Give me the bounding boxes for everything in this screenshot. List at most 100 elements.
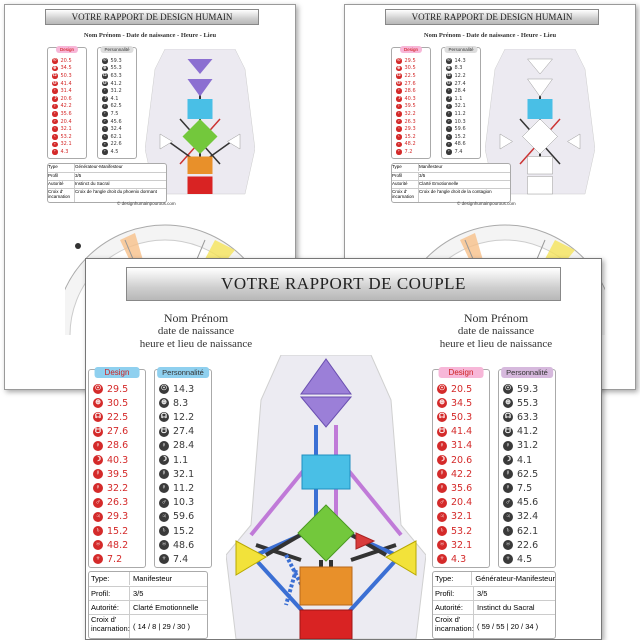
type-label: Type	[392, 164, 419, 171]
planet-value: 31.4	[60, 88, 72, 95]
planet-glyph-icon: ☽	[446, 96, 452, 102]
planet-row: ☊12.2	[442, 72, 480, 80]
head-center	[187, 59, 213, 74]
planet-glyph-icon: ♂	[396, 118, 402, 125]
design-header: Design	[55, 46, 79, 53]
planet-row: ☋41.2	[499, 425, 555, 439]
planet-row: ♀31.4	[48, 87, 86, 95]
ajna-center	[527, 78, 553, 97]
cross-value: Croix de l'angle droit de la contagion	[419, 189, 492, 194]
planet-row: ♅32.1	[433, 538, 489, 552]
right-cross-label: Croix d' incarnation:	[433, 615, 474, 638]
planet-glyph-icon: ☊	[52, 73, 58, 79]
planet-value: 15.2	[454, 133, 466, 140]
planet-glyph-icon: ♄	[102, 134, 108, 140]
root-center	[187, 176, 213, 194]
planet-glyph-icon: ☽	[52, 96, 58, 102]
right-personality-table: Personnalité ☉59.3⊕55.3☊63.3☋41.2♀31.2☽4…	[498, 367, 556, 568]
planet-row: ♆7.4	[155, 552, 211, 566]
planet-glyph-icon: ♀	[437, 483, 447, 494]
planet-value: 48.2	[107, 539, 129, 551]
planet-value: 26.3	[404, 118, 416, 125]
planet-value: 45.6	[517, 497, 539, 509]
planet-row: ☉20.5	[48, 57, 86, 65]
solar-plexus-center	[384, 540, 417, 576]
planet-row: ☊63.3	[98, 72, 136, 80]
planet-value: 7.2	[404, 148, 413, 155]
planet-glyph-icon: ☊	[93, 412, 103, 423]
left-authority-label: Autorité:	[89, 601, 130, 614]
planet-value: 1.1	[454, 95, 463, 102]
personality-header: Personnalité	[100, 46, 134, 53]
planet-value: 14.3	[173, 383, 195, 395]
planet-row: ♀7.5	[98, 110, 136, 118]
planet-row: ♀35.6	[48, 110, 86, 118]
planet-value: 20.4	[60, 118, 72, 125]
planet-value: 63.3	[517, 411, 539, 423]
planet-row: ☋41.4	[48, 80, 86, 88]
planet-value: 28.4	[454, 88, 466, 95]
planet-value: 20.5	[451, 383, 473, 395]
root-center	[299, 609, 353, 639]
planet-row: ☉59.3	[98, 57, 136, 65]
planet-row: ☉29.5	[392, 57, 430, 65]
planet-glyph-icon: ♆	[446, 149, 452, 155]
planet-value: 7.5	[110, 110, 119, 117]
planet-row: ⊕30.5	[392, 65, 430, 73]
planet-row: ♀ 32.2	[89, 481, 145, 495]
planet-glyph-icon: ♀	[437, 440, 447, 451]
planet-row: ☊22.5	[392, 72, 430, 80]
planet-value: 48.2	[404, 141, 416, 148]
planet-value: 32.2	[107, 482, 129, 494]
planet-row: ⊕30.5	[89, 396, 145, 410]
sacral-center	[527, 156, 553, 175]
planet-row: ♀31.4	[433, 439, 489, 453]
planet-glyph-icon: ⊕	[52, 65, 58, 72]
planet-value: 14.3	[454, 57, 466, 64]
planet-value: 50.3	[60, 72, 72, 79]
planet-glyph-icon: ☿	[396, 103, 402, 110]
planet-glyph-icon: ♀	[396, 88, 402, 94]
personality-table: Personnalité ☉14.3⊕8.3☊12.2☋27.4♀28.4☽1.…	[441, 46, 481, 159]
planet-value: 1.1	[173, 454, 189, 466]
planet-glyph-icon: ☿	[503, 469, 513, 480]
throat-center	[527, 99, 553, 119]
right-authority-value: Instinct du Sacral	[477, 603, 535, 612]
planet-row: ♅22.6	[499, 538, 555, 552]
planet-row: ♃32.4	[499, 510, 555, 524]
planet-row: ♂20.4	[48, 118, 86, 126]
planet-value: 32.4	[110, 126, 122, 133]
planet-value: 20.6	[60, 95, 72, 102]
solar-plexus-center	[227, 133, 241, 150]
planet-value: 59.6	[454, 126, 466, 133]
planet-glyph-icon: ♅	[396, 141, 402, 148]
planet-value: 53.2	[60, 133, 72, 140]
report-subtitle: Nom Prénom - Date de naissance - Heure -…	[83, 32, 217, 39]
planet-row: ♀11.2	[442, 110, 480, 118]
planet-glyph-icon: ☽	[396, 96, 402, 102]
planet-value: 32.4	[517, 511, 539, 523]
planet-row: ♀32.2	[392, 110, 430, 118]
right-personality-header: Personnalité	[501, 367, 553, 378]
profile-value: 3/5	[419, 173, 426, 178]
planet-value: 15.2	[173, 525, 195, 537]
planet-glyph-icon: ♅	[102, 141, 108, 148]
planet-glyph-icon: ♂	[437, 497, 447, 508]
left-info-table: Type:Manifesteur Profil:3/5 Autorité:Cla…	[88, 571, 208, 639]
planet-glyph-icon: ♀	[93, 483, 103, 494]
planet-value: 41.2	[110, 80, 122, 87]
planet-value: 10.3	[173, 497, 195, 509]
profile-value: 3/5	[75, 173, 82, 178]
website-credit: © designhumainpourous.com	[457, 201, 516, 206]
planet-glyph-icon: ☿	[437, 469, 447, 480]
planet-value: 22.5	[404, 72, 416, 79]
planet-glyph-icon: ♅	[52, 141, 58, 148]
spleen-center	[235, 540, 268, 576]
planet-row: ♄53.2	[48, 133, 86, 141]
ajna-center	[299, 396, 353, 428]
planet-value: 55.3	[517, 397, 539, 409]
planet-glyph-icon: ♆	[93, 554, 103, 565]
planet-glyph-icon: ☋	[52, 80, 58, 87]
planet-glyph-icon: ☉	[52, 58, 58, 64]
